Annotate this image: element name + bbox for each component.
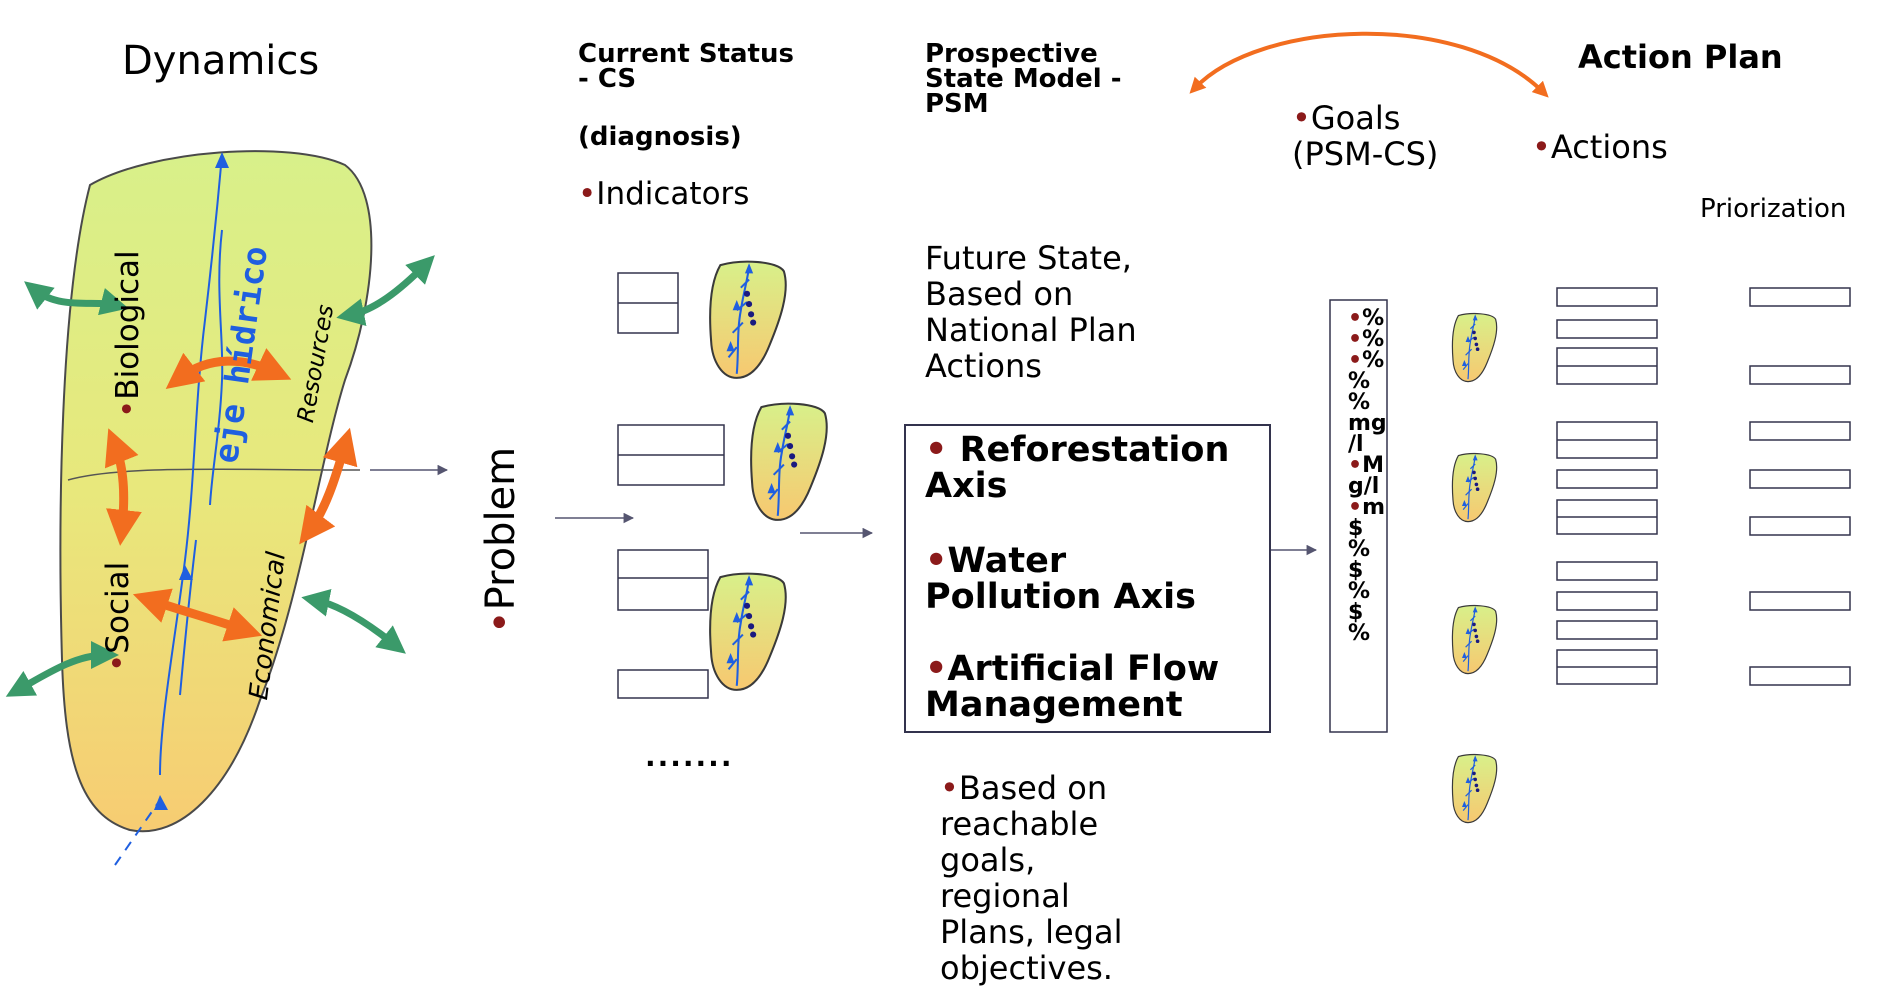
action-boxes [1556,287,1658,685]
psm-title: Prospective State Model - PSM [925,39,1122,119]
psm-axes-box [904,424,1271,733]
goals-units-box [1329,299,1388,733]
unit-item: % [1348,537,1371,562]
mini-blob [1451,604,1498,675]
bullet-social: • [100,653,136,672]
future-state-text: Future State, Based on National Plan Act… [925,239,1137,385]
mini-blob [1451,312,1498,383]
mini-blob [1451,753,1498,824]
label-social: •Social [100,561,136,672]
unit-item: $ [1348,600,1364,625]
unit-item: •% [1348,306,1385,331]
indicator-boxes [617,272,725,699]
psm-action-curve-arrow [1189,31,1549,98]
unit-item: % [1348,369,1371,394]
unit-item: •% [1348,327,1385,352]
mini-blob [709,260,787,379]
actions-label: •Actions [1532,128,1668,166]
mini-blob [708,572,787,692]
based-on-text: •Based on reachable goals, regional Plan… [940,769,1123,987]
unit-item: % [1348,579,1371,604]
bullet-problem: • [478,610,524,634]
axis-artificial-flow: •Artificial Flow Management [925,649,1220,725]
ellipsis: ....... [645,740,734,773]
priorization-boxes [1749,287,1851,686]
current-status-subtitle: (diagnosis) [578,122,742,152]
priorization-label: Priorization [1700,194,1847,224]
orange-interaction-arrows [104,348,358,642]
mini-blob [1451,452,1498,523]
unit-item: mg [1348,411,1387,436]
unit-item: •% [1348,348,1385,373]
unit-item: •m [1348,495,1385,520]
dynamics-blob [59,150,373,833]
unit-item: $ [1348,558,1364,583]
axis-water-pollution: •Water Pollution Axis [925,541,1196,617]
axis-reforestation: • Reforestation Axis [925,430,1230,506]
label-problem: •Problem [478,446,524,634]
unit-item: $ [1348,516,1364,541]
unit-item: •M [1348,453,1384,478]
action-plan-title: Action Plan [1578,38,1783,76]
indicators-label: •Indicators [578,176,750,212]
current-status-title: Current Status - CS [578,39,794,94]
mini-blob [749,402,828,522]
unit-item: % [1348,621,1371,646]
green-interaction-arrows [5,255,435,697]
unit-item: /l [1348,432,1364,457]
dynamics-title: Dynamics [122,38,320,84]
bullet-biological: • [110,399,146,418]
goals-units-list: •% •% •% % % mg /l •M g/l •m $ % $ % $ % [1348,306,1388,646]
unit-item: g/l [1348,474,1380,499]
unit-item: % [1348,390,1371,415]
goals-label: •Goals (PSM-CS) [1292,99,1439,173]
label-biological: •Biological [110,250,146,418]
